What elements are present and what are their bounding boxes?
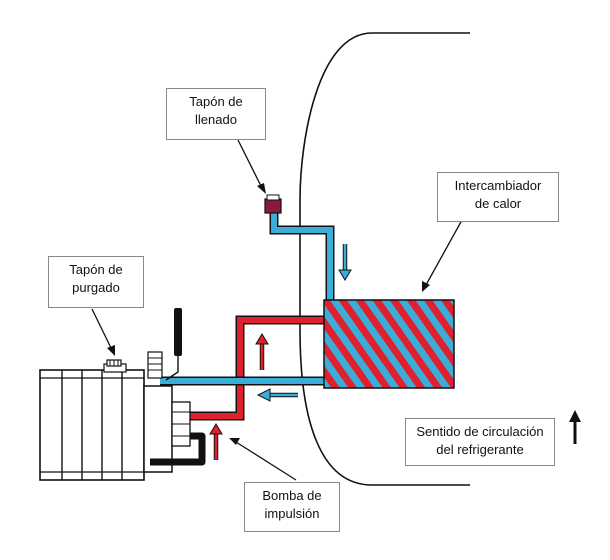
pump-housing xyxy=(143,385,191,473)
sensor-stub xyxy=(147,351,163,379)
label-bleed-plug-line1: Tapón de xyxy=(69,262,123,277)
label-heat-exchanger-line1: Intercambiador xyxy=(454,178,542,193)
label-pump-line2: impulsión xyxy=(264,506,320,521)
engine-block xyxy=(39,363,145,481)
filler-pipe xyxy=(269,206,335,300)
flow-arrow-up-icon xyxy=(209,423,223,460)
sensor-probe xyxy=(174,308,182,356)
heat-exchanger xyxy=(323,299,455,389)
leader-bleed-plug xyxy=(91,308,115,356)
label-filler-cap: Tapón de llenado xyxy=(166,88,266,140)
flow-arrow-left-icon xyxy=(256,388,298,402)
label-pump-line1: Bomba de xyxy=(262,488,322,503)
bleed-plug xyxy=(106,359,122,367)
leader-heat-exchanger xyxy=(422,219,463,292)
filler-cap xyxy=(264,198,282,214)
label-heat-exchanger: Intercambiador de calor xyxy=(437,172,559,222)
hull-outline xyxy=(299,32,470,486)
label-bleed-plug-line2: purgado xyxy=(72,280,120,295)
label-filler-cap-line2: llenado xyxy=(195,112,237,127)
label-heat-exchanger-line2: de calor xyxy=(474,196,522,211)
label-pump: Bomba de impulsión xyxy=(244,482,340,532)
leader-pump xyxy=(229,438,297,481)
circulation-arrow-up-icon xyxy=(569,410,581,444)
flow-arrow-up-icon xyxy=(255,333,269,370)
label-circulation: Sentido de circulación del refrigerante xyxy=(405,418,555,466)
bypass-hose xyxy=(150,432,206,466)
leader-filler-cap xyxy=(237,139,266,194)
label-circulation-line1: Sentido de circulación xyxy=(416,424,544,439)
label-bleed-plug: Tapón de purgado xyxy=(48,256,144,308)
label-filler-cap-line1: Tapón de xyxy=(189,94,243,109)
label-circulation-line2: del refrigerante xyxy=(436,442,524,457)
flow-arrow-down-icon xyxy=(338,244,352,281)
